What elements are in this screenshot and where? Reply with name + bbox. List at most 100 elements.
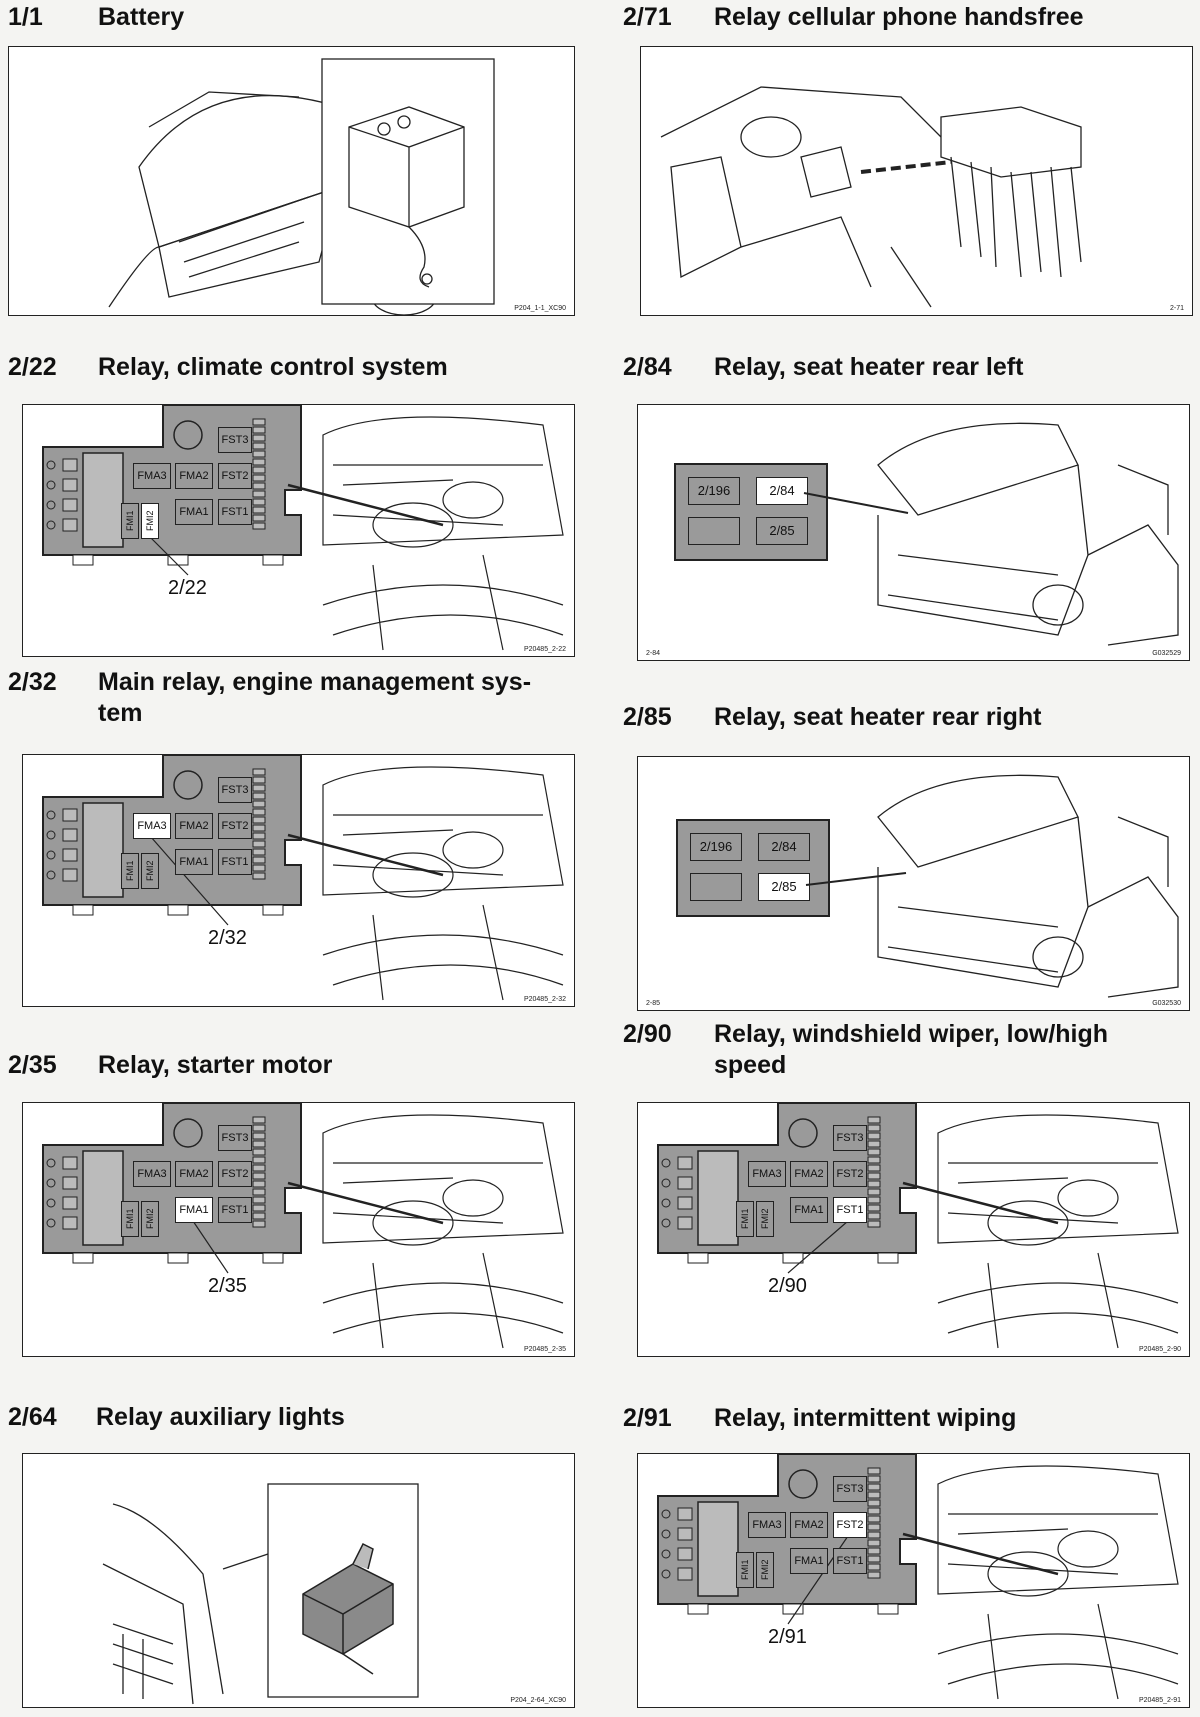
fuse-slot (867, 1204, 881, 1212)
fuse-slot (252, 450, 266, 458)
section-title: Relay, intermittent wiping (714, 1404, 1017, 1432)
fusebox-diagram (42, 755, 564, 1001)
callout-label: 2/35 (208, 1275, 247, 1297)
figure-ref-left: 2-84 (646, 650, 661, 657)
terminal-block (677, 1547, 693, 1561)
relay-2-85: 2/85 (756, 517, 808, 545)
terminal (661, 1158, 671, 1168)
fuse-slot (252, 784, 266, 792)
seat-heater-left-panel: 2/196 2/84 2/85 2-84 G032529 (637, 404, 1190, 661)
car-rear-icon (877, 422, 1179, 646)
fuse-slot (252, 1156, 266, 1164)
relay-2-85-highlighted: 2/85 (758, 873, 810, 901)
callout-line (150, 836, 229, 926)
relay-fma2: FMA2 (175, 1161, 213, 1187)
relay-box: 2/196 2/84 2/85 (676, 819, 830, 917)
fuse-slot (252, 506, 266, 514)
relay-fmi1: FMI1 (121, 853, 139, 889)
relay-fmi2: FMI2 (141, 853, 159, 889)
fuse-slot (867, 1116, 881, 1124)
terminal-block (677, 1527, 693, 1541)
fuse-slot (252, 426, 266, 434)
section-number: 1/1 (8, 3, 43, 31)
leader-line (287, 833, 444, 877)
fuse-slot (252, 808, 266, 816)
terminal-block (677, 1216, 693, 1230)
fuse-slot (252, 1188, 266, 1196)
relay-fmi1: FMI1 (121, 503, 139, 539)
terminal (661, 1569, 671, 1579)
fuse-slot (252, 1140, 266, 1148)
section-title: Relay, seat heater rear left (714, 353, 1024, 381)
mounting-tab (167, 1252, 189, 1264)
callout-label: 2/90 (768, 1275, 807, 1297)
fuse-slot (867, 1156, 881, 1164)
fuse-slot (252, 824, 266, 832)
relay-fma1: FMA1 (175, 849, 213, 875)
fuse-slot (252, 490, 266, 498)
seat-heater-right-panel: 2/196 2/84 2/85 2-85 G032530 (637, 756, 1190, 1011)
terminal-block (62, 498, 78, 512)
callout-line (149, 536, 189, 576)
relay-fst3: FST3 (833, 1125, 867, 1151)
fuse-slot (252, 768, 266, 776)
relay-fma1: FMA1 (790, 1548, 828, 1574)
fuse-slot (252, 498, 266, 506)
fuse-slot (867, 1571, 881, 1579)
leader-line (902, 1181, 1059, 1225)
relay-fma1: FMA1 (175, 499, 213, 525)
fuse-slot (252, 1148, 266, 1156)
section-title: Relay, seat heater rear right (714, 703, 1042, 731)
mounting-tab (782, 1252, 804, 1264)
fuse-slot (867, 1563, 881, 1571)
figure-ref: P20485_2-32 (523, 996, 566, 1003)
fuse-slot (867, 1220, 881, 1228)
fusebox-diagram (657, 1103, 1179, 1349)
fusebox-diagram (42, 1103, 564, 1349)
mounting-tab (167, 904, 189, 916)
terminal (661, 1509, 671, 1519)
connector-block (697, 1501, 739, 1597)
relay-fmi2: FMI2 (756, 1201, 774, 1237)
terminal-block (677, 1507, 693, 1521)
engine-bay-icon (937, 1114, 1179, 1349)
fuse-slot (252, 522, 266, 530)
fuse-slot (867, 1172, 881, 1180)
fuse-slot (252, 474, 266, 482)
terminal (661, 1198, 671, 1208)
fuse-slot (867, 1491, 881, 1499)
terminal (46, 1178, 56, 1188)
terminal (46, 1198, 56, 1208)
section-title: Relay cellular phone handsfree (714, 3, 1084, 31)
terminal (661, 1178, 671, 1188)
car-trunk-icon (108, 58, 495, 315)
fuse-slot (867, 1547, 881, 1555)
figure-ref: P20485_2-90 (1138, 1346, 1181, 1353)
fuse-slot (252, 482, 266, 490)
relay-fst1: FST1 (833, 1548, 867, 1574)
fuse-slot (867, 1164, 881, 1172)
relay-fma2: FMA2 (790, 1512, 828, 1538)
fuse-slot (252, 1196, 266, 1204)
terminal-block (62, 848, 78, 862)
fuse-slot (252, 864, 266, 872)
relay-2-84: 2/84 (758, 833, 810, 861)
fuse-strip (46, 418, 284, 566)
fuse-slot (252, 442, 266, 450)
relay-fst1: FST1 (218, 499, 252, 525)
relay-fma2: FMA2 (790, 1161, 828, 1187)
mounting-tab (262, 904, 284, 916)
fuse-slot (252, 840, 266, 848)
fuse-slot (867, 1180, 881, 1188)
fuse-slot (252, 800, 266, 808)
fuse-slot (252, 434, 266, 442)
fuse-strip (46, 768, 284, 916)
engine-bay-icon (937, 1465, 1179, 1700)
relay-fst2: FST2 (833, 1512, 867, 1538)
fusebox-diagram (657, 1454, 1179, 1700)
section-title: Relay auxiliary lights (96, 1403, 345, 1431)
callout-label: 2/22 (168, 577, 207, 599)
relay-fst2: FST2 (833, 1161, 867, 1187)
terminal-block (677, 1156, 693, 1170)
